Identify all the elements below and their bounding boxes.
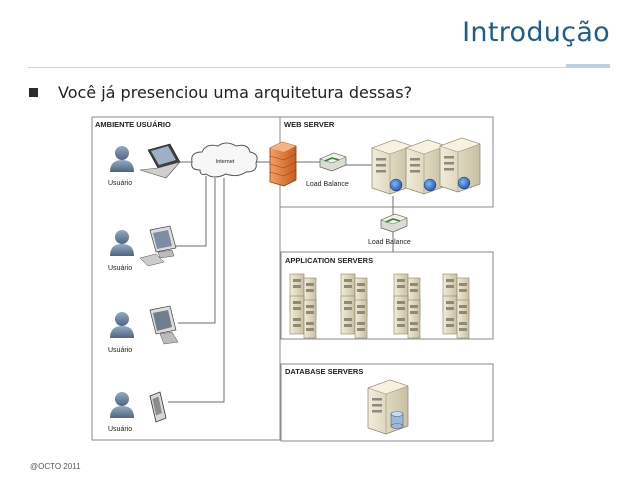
database-cylinder-icon bbox=[390, 411, 404, 429]
globe-icon bbox=[423, 178, 437, 192]
user-label: Usuário bbox=[108, 426, 132, 433]
database-servers-label: DATABASE SERVERS bbox=[285, 367, 363, 376]
title-divider bbox=[28, 67, 588, 68]
app-server-icon bbox=[340, 295, 368, 339]
internet-label: Internet bbox=[216, 159, 235, 165]
user-label: Usuário bbox=[108, 180, 132, 187]
bullet-item: Você já presenciou uma arquitetura dessa… bbox=[29, 83, 412, 102]
footer-copyright: @OCTO 2011 bbox=[30, 462, 81, 471]
slide-title: Introdução bbox=[462, 17, 610, 48]
network-connections bbox=[168, 161, 394, 403]
mobile-device-icon bbox=[149, 391, 167, 423]
user-environment-label: AMBIENTE USUÁRIO bbox=[95, 120, 171, 129]
square-bullet-icon bbox=[29, 88, 38, 97]
monitor-icon bbox=[149, 305, 179, 345]
user-label: Usuário bbox=[108, 265, 132, 272]
firewall-icon bbox=[269, 141, 297, 187]
app-server-icon bbox=[393, 295, 421, 339]
internet-cloud-icon bbox=[191, 142, 258, 178]
user-label: Usuário bbox=[108, 347, 132, 354]
bullet-text: Você já presenciou uma arquitetura dessa… bbox=[58, 83, 413, 102]
globe-icon bbox=[389, 178, 403, 192]
globe-icon bbox=[457, 176, 471, 190]
load-balancer-icon bbox=[380, 213, 408, 233]
laptop-icon bbox=[139, 143, 181, 179]
load-balance-label: Load Balance bbox=[368, 239, 411, 246]
desktop-computer-icon bbox=[139, 225, 177, 267]
load-balance-label: Load Balance bbox=[306, 181, 349, 188]
application-servers-label: APPLICATION SERVERS bbox=[285, 256, 373, 265]
app-server-icon bbox=[442, 295, 470, 339]
title-accent-bar bbox=[566, 64, 610, 68]
app-server-icon bbox=[289, 295, 317, 339]
web-server-label: WEB SERVER bbox=[284, 120, 335, 129]
